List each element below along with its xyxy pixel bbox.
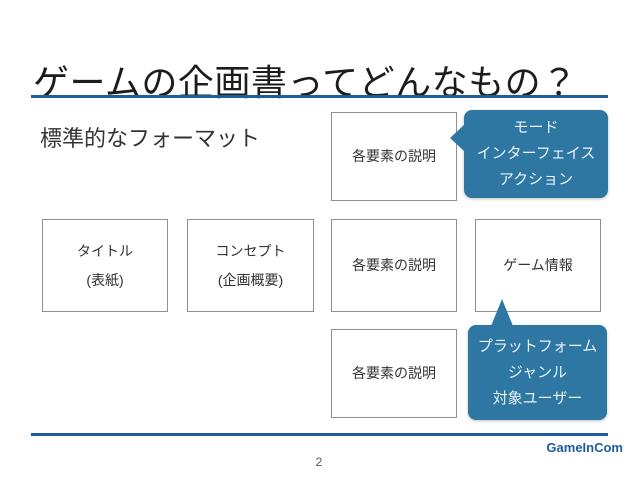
callout-line: プラットフォーム: [477, 337, 598, 355]
page-number: 2: [315, 455, 323, 469]
brand-logo-text: GameInCom: [546, 440, 623, 455]
title-divider-line: [31, 95, 608, 98]
callout-tail-left: [450, 124, 465, 152]
box-label: タイトル: [77, 242, 133, 259]
diagram-box-game-info: ゲーム情報: [475, 219, 601, 312]
diagram-box-element-description-top: 各要素の説明: [331, 112, 457, 201]
diagram-box-element-description-middle: 各要素の説明: [331, 219, 457, 312]
callout-platform-genre-target-user: プラットフォーム ジャンル 対象ユーザー: [468, 299, 607, 420]
diagram-box-element-description-bottom: 各要素の説明: [331, 329, 457, 418]
footer-divider-line: [31, 433, 608, 436]
box-label: 各要素の説明: [352, 148, 436, 164]
box-sublabel: (表紙): [86, 271, 124, 288]
callout-tail-up: [491, 299, 513, 326]
box-label: ゲーム情報: [503, 257, 573, 273]
box-sublabel: (企画概要): [217, 271, 284, 288]
callout-line: モード: [513, 119, 559, 136]
box-label: コンセプト: [215, 242, 286, 259]
callout-line: アクション: [498, 171, 574, 188]
callout-line: ジャンル: [507, 363, 568, 381]
box-label: 各要素の説明: [352, 365, 436, 381]
box-label: 各要素の説明: [352, 257, 436, 273]
callout-line: 対象ユーザー: [492, 389, 583, 407]
callout-mode-interface-action: モード インターフェイス アクション: [450, 110, 608, 198]
slide-subtitle: 標準的なフォーマット: [40, 126, 261, 151]
slide-title: ゲームの企画書ってどんなもの？: [33, 62, 578, 104]
diagram-box-title-cover: タイトル (表紙): [42, 219, 168, 312]
callout-line: インターフェイス: [476, 145, 596, 162]
diagram-box-concept: コンセプト (企画概要): [187, 219, 314, 312]
